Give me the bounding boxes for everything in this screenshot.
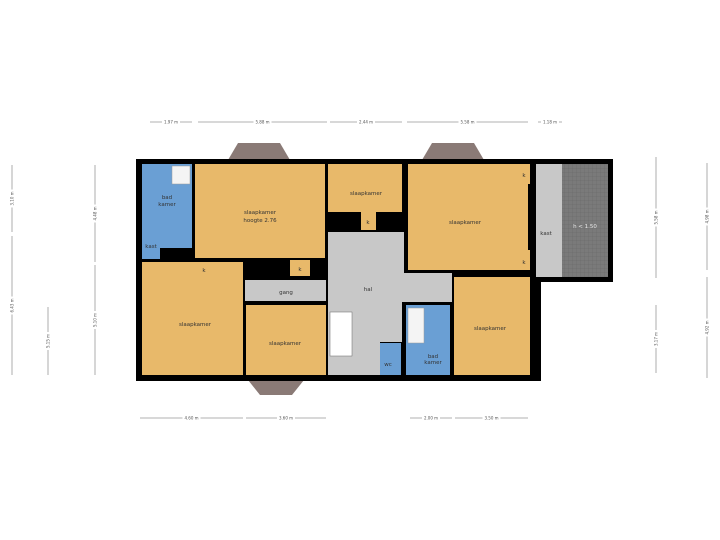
dimension-top: 5.58 m <box>460 120 474 125</box>
dimension-bottom: 4.60 m <box>184 416 198 421</box>
dimension-left: 4.48 m <box>93 206 98 220</box>
label-k: k <box>202 268 206 274</box>
dimension-bottom: 2.00 m <box>424 416 438 421</box>
label-kast-right: kast <box>540 231 552 237</box>
label-k: k <box>366 220 370 226</box>
stairs <box>329 311 353 357</box>
room-bedroom-bottom-mid <box>246 305 326 375</box>
label-hal: hal <box>364 287 373 293</box>
room-bedroom-bottom-right <box>454 277 530 375</box>
room-k <box>290 260 310 276</box>
label-bedroom-bottom-mid: slaapkamer <box>269 341 302 347</box>
label-balcony: h < 1.50 <box>573 224 597 230</box>
label-bathroom-top-1: bad <box>162 195 172 201</box>
label-bedroom-bottom-right: slaapkamer <box>474 326 507 332</box>
label-bedroom-main-2: hoogte 2.76 <box>243 218 277 224</box>
room-hal <box>328 232 452 375</box>
dimension-right: 4.98 m <box>705 209 710 223</box>
label-bedroom-bottom-left: slaapkamer <box>179 322 212 328</box>
label-k: k <box>522 260 526 266</box>
dimension-right: 3.17 m <box>654 332 659 346</box>
label-bedroom-top-right: slaapkamer <box>449 220 482 226</box>
room-k <box>195 262 213 277</box>
room-k <box>518 164 530 184</box>
room-kast-left <box>142 242 160 259</box>
room-bedroom-top-right <box>408 164 528 270</box>
bay-window-bottom <box>248 380 304 395</box>
balcony <box>562 164 608 277</box>
room-gang <box>245 280 326 301</box>
bay-window-top-left <box>228 143 290 160</box>
dimension-left: 3.10 m <box>10 191 15 205</box>
room-k <box>518 250 530 270</box>
dimension-bottom: 3.60 m <box>279 416 293 421</box>
room-wc <box>380 343 401 375</box>
dimension-bottom: 3.50 m <box>484 416 498 421</box>
label-bathroom-top-2: kamer <box>158 202 176 208</box>
dimension-right: 4.92 m <box>705 320 710 334</box>
bay-window-top-right <box>422 143 484 160</box>
room-bedroom-bottom-left <box>142 262 243 375</box>
label-kast-left: kast <box>145 244 157 250</box>
room-k <box>361 212 376 230</box>
label-k: k <box>522 173 526 179</box>
dimension-top: 1.18 m <box>543 120 557 125</box>
shower <box>171 165 191 185</box>
dimension-left: 5.15 m <box>46 334 51 348</box>
dimension-left: 6.43 m <box>10 298 15 312</box>
dimension-right: 5.58 m <box>654 210 659 224</box>
bathtub <box>407 307 425 344</box>
dimension-top: 1.97 m <box>164 120 178 125</box>
room-bedroom-top-mid <box>328 164 402 212</box>
dimension-top: 5.88 m <box>255 120 269 125</box>
room-bedroom-main <box>195 164 325 258</box>
label-k: k <box>298 267 302 273</box>
dimension-top: 2.44 m <box>359 120 373 125</box>
label-bathroom-bottom-1: bad <box>428 354 438 360</box>
label-bathroom-bottom-2: kamer <box>424 360 442 366</box>
room-kast-right <box>536 164 562 277</box>
dimension-left: 5.10 m <box>93 313 98 327</box>
label-wc: wc <box>384 362 392 368</box>
label-bedroom-top-mid: slaapkamer <box>350 191 383 197</box>
label-bedroom-main-1: slaapkamer <box>244 210 277 216</box>
label-gang: gang <box>279 290 293 296</box>
